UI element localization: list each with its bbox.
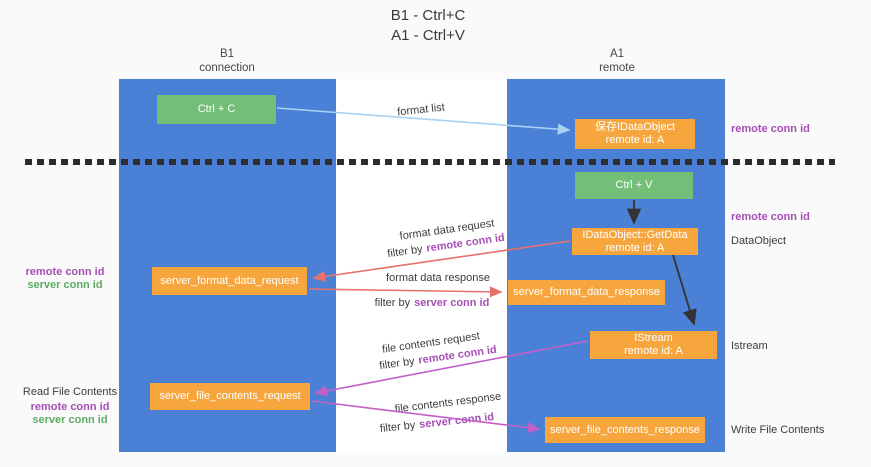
annotation-remote-conn-id-mid: remote conn id xyxy=(731,211,810,223)
annotation-conn-ids-2: remote conn id server conn id xyxy=(20,401,120,427)
annotation-left-remote-conn-id-1: remote conn id xyxy=(25,266,105,278)
header-a1-role: remote xyxy=(599,61,635,74)
node-getdata-line1: IDataObject::GetData xyxy=(582,228,688,241)
annotation-left-remote-conn-id-2: remote conn id xyxy=(30,401,110,413)
node-istream-line1: IStream xyxy=(634,332,673,344)
filter-by-text: filter by xyxy=(374,297,411,309)
header-a1-name: A1 xyxy=(609,48,625,60)
annotation-write-file-contents: Write File Contents xyxy=(731,424,825,436)
node-getdata-line2: remote id: A xyxy=(605,241,665,254)
node-save-idataobject: 保存IDataObject remote id: A xyxy=(575,119,695,149)
node-save-idataobject-line2: remote id: A xyxy=(605,134,665,146)
dashed-separator-line xyxy=(25,159,835,165)
title-line-1: B1 - Ctrl+C xyxy=(390,7,466,24)
header-b1-name: B1 xyxy=(219,48,235,60)
header-b1-connection: B1 connection xyxy=(177,48,277,75)
node-ctrl-v: Ctrl + V xyxy=(575,172,693,199)
label-format-data-response: format data response xyxy=(386,272,490,284)
annotation-dataobject: DataObject xyxy=(731,235,787,247)
annotation-left-server-conn-id-2: server conn id xyxy=(32,414,108,426)
node-server-format-data-request: server_format_data_request xyxy=(152,267,307,295)
node-istream-line2: remote id: A xyxy=(624,345,683,357)
node-istream: IStream remote id: A xyxy=(590,331,717,359)
node-server-file-contents-request: server_file_contents_request xyxy=(150,383,310,410)
annotation-left-server-conn-id-1: server conn id xyxy=(27,279,103,291)
node-server-file-contents-response: server_file_contents_response xyxy=(545,417,705,443)
annotation-conn-ids-1: remote conn id server conn id xyxy=(18,266,112,292)
title-line-2: A1 - Ctrl+V xyxy=(391,27,465,44)
server-conn-id-text: server conn id xyxy=(414,297,490,309)
header-b1-role: connection xyxy=(199,61,255,74)
diagram-title: B1 - Ctrl+C A1 - Ctrl+V xyxy=(328,6,528,46)
annotation-read-file-contents: Read File Contents xyxy=(22,386,118,398)
node-ctrl-c: Ctrl + C xyxy=(157,95,276,124)
node-server-format-data-response: server_format_data_response xyxy=(508,280,665,305)
header-a1-remote: A1 remote xyxy=(567,48,667,75)
node-save-idataobject-line1: 保存IDataObject xyxy=(594,121,676,133)
annotation-remote-conn-id-top: remote conn id xyxy=(731,123,810,135)
node-idataobject-getdata: IDataObject::GetData remote id: A xyxy=(572,228,698,255)
annotation-istream: Istream xyxy=(731,340,768,352)
